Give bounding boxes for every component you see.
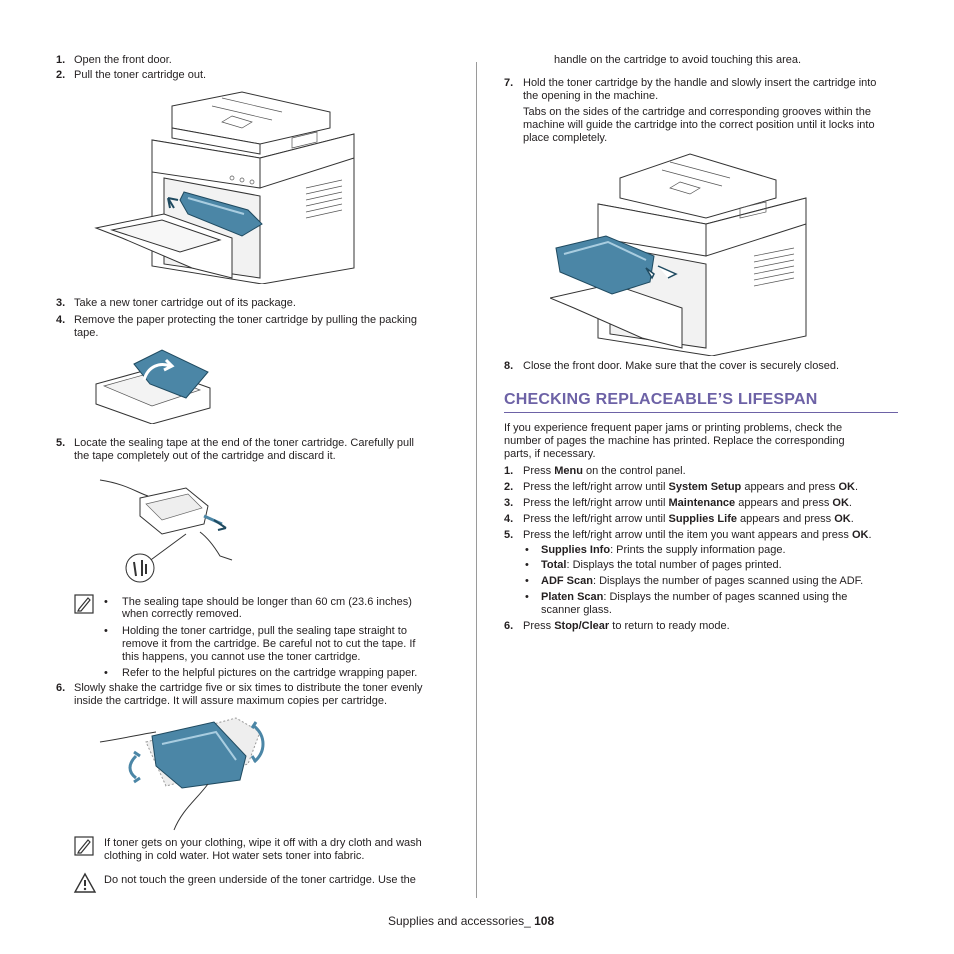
step-text: Slowly shake the cartridge five or six t… — [74, 682, 423, 694]
note-icon — [74, 594, 94, 614]
caution-text: handle on the cartridge to avoid touchin… — [554, 54, 802, 66]
step-number: 1. — [504, 465, 514, 477]
bullet-dot: • — [104, 667, 108, 679]
step-text: Pull the toner cartridge out. — [74, 69, 207, 81]
step-text: inside the cartridge. It will assure max… — [74, 695, 388, 707]
step-number: 3. — [504, 497, 514, 509]
step-number: 1. — [56, 54, 66, 66]
note-text: Holding the toner cartridge, pull the se… — [122, 625, 407, 637]
sub-item: Total: Displays the total number of page… — [541, 559, 782, 571]
step-text: Press the left/right arrow until System … — [523, 481, 859, 493]
bullet-dot: • — [104, 625, 108, 637]
step-text: place completely. — [523, 132, 608, 144]
step-text: Open the front door. — [74, 54, 172, 66]
page-number: 108 — [534, 914, 555, 928]
intro-text: If you experience frequent paper jams or… — [504, 422, 843, 434]
step-number: 5. — [56, 437, 66, 449]
step-text: Locate the sealing tape at the end of th… — [74, 437, 414, 449]
step-text: the opening in the machine. — [523, 90, 659, 102]
cartridge-packing-illustration — [95, 349, 211, 424]
step-number: 2. — [504, 481, 514, 493]
intro-text: parts, if necessary. — [504, 448, 596, 460]
step-text: Tabs on the sides of the cartridge and c… — [523, 106, 871, 118]
printer-insert-cartridge-illustration — [550, 153, 807, 356]
step-number: 3. — [56, 297, 66, 309]
step-text: Press Stop/Clear to return to ready mode… — [523, 620, 730, 632]
note-text: when correctly removed. — [122, 608, 242, 620]
shake-cartridge-illustration — [99, 717, 265, 831]
sub-item: Platen Scan: Displays the number of page… — [541, 591, 848, 603]
sub-item: Supplies Info: Prints the supply informa… — [541, 544, 786, 556]
note-text: remove it from the cartridge. Be careful… — [122, 638, 416, 650]
step-text: Press the left/right arrow until the ite… — [523, 529, 872, 541]
sub-item: scanner glass. — [541, 604, 612, 616]
printer-open-door-illustration — [94, 91, 355, 284]
step-text: tape. — [74, 327, 99, 339]
bullet-dot: • — [525, 575, 529, 587]
sealing-tape-illustration — [99, 479, 233, 583]
caution-text: Do not touch the green underside of the … — [104, 874, 416, 886]
section-heading: CHECKING REPLACEABLE’S LIFESPAN — [504, 391, 818, 408]
note-text: The sealing tape should be longer than 6… — [122, 596, 412, 608]
page-footer: Supplies and accessories_ 108 — [388, 914, 555, 928]
step-text: Remove the paper protecting the toner ca… — [74, 314, 418, 326]
step-number: 4. — [504, 513, 514, 525]
step-number: 2. — [56, 69, 66, 81]
note-text: Refer to the helpful pictures on the car… — [122, 667, 418, 679]
step-number: 6. — [56, 682, 66, 694]
step-number: 8. — [504, 360, 514, 372]
bullet-dot: • — [525, 591, 529, 603]
intro-text: number of pages the machine has printed.… — [504, 435, 845, 447]
note-text: If toner gets on your clothing, wipe it … — [104, 837, 422, 849]
step-text: the tape completely out of the cartridge… — [74, 450, 336, 462]
step-text: machine will guide the cartridge into th… — [523, 119, 875, 131]
step-number: 4. — [56, 314, 66, 326]
bullet-dot: • — [525, 559, 529, 571]
bullet-dot: • — [104, 596, 108, 608]
step-text: Take a new toner cartridge out of its pa… — [74, 297, 296, 309]
step-text: Hold the toner cartridge by the handle a… — [523, 77, 877, 89]
note-icon — [74, 836, 94, 856]
step-number: 5. — [504, 529, 514, 541]
step-text: Press the left/right arrow until Supplie… — [523, 513, 854, 525]
caution-icon — [73, 872, 97, 893]
step-text: Press Menu on the control panel. — [523, 465, 686, 477]
note-text: clothing in cold water. Hot water sets t… — [104, 850, 365, 862]
step-number: 7. — [504, 77, 514, 89]
step-number: 6. — [504, 620, 514, 632]
sub-item: ADF Scan: Displays the number of pages s… — [541, 575, 864, 587]
note-text: this happens, you cannot use the toner c… — [122, 651, 361, 663]
bullet-dot: • — [525, 544, 529, 556]
step-text: Press the left/right arrow until Mainten… — [523, 497, 852, 509]
column-divider — [476, 62, 477, 898]
heading-rule — [504, 412, 898, 413]
step-text: Close the front door. Make sure that the… — [523, 360, 840, 372]
